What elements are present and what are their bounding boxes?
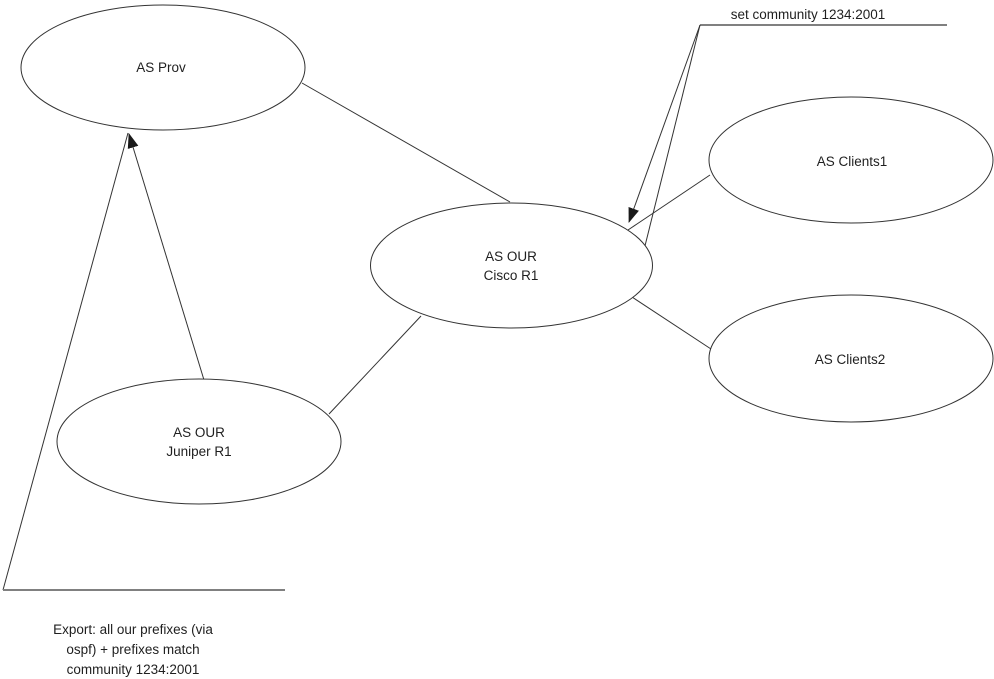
as-clients1-label: AS Clients1 <box>817 154 888 169</box>
export-callout-leader <box>2 132 129 591</box>
link-cisco-clients2 <box>631 296 712 350</box>
as-clients2-label: AS Clients2 <box>815 352 886 367</box>
as-our-cisco-r1-ellipse <box>370 202 653 329</box>
as-prov-label: AS Prov <box>136 60 186 75</box>
export-annotation: Export: all our prefixes (via ospf) + pr… <box>53 622 213 677</box>
as-our-juniper-r1-ellipse <box>56 378 342 505</box>
link-cisco-juniper <box>328 315 422 415</box>
node-as-prov: AS Prov <box>20 4 306 131</box>
as-prov-ellipse <box>20 4 306 131</box>
node-as-clients2: AS Clients2 <box>708 294 994 423</box>
link-prov-cisco <box>301 82 511 203</box>
as-our-juniper-r1-label-line1: AS OUR <box>173 425 225 440</box>
annotations: set community 1234:2001 Export: all our … <box>53 7 885 677</box>
node-as-our-cisco-r1: AS OUR Cisco R1 <box>370 202 653 329</box>
export-annotation-line1: Export: all our prefixes (via <box>53 622 213 637</box>
nodes: AS Prov AS OUR Cisco R1 AS OUR Juniper R… <box>20 4 994 505</box>
as-clients1-ellipse <box>708 96 994 224</box>
node-as-clients1: AS Clients1 <box>708 96 994 224</box>
set-community-arrow-clients1-link-icon <box>628 24 701 223</box>
arrow-juniper-to-prov-icon <box>127 133 205 381</box>
node-as-our-juniper-r1: AS OUR Juniper R1 <box>56 378 342 505</box>
as-our-juniper-r1-label-line2: Juniper R1 <box>166 444 231 459</box>
as-our-cisco-r1-label-line2: Cisco R1 <box>484 268 539 283</box>
export-annotation-line2: ospf) + prefixes match <box>66 642 199 657</box>
link-cisco-clients1 <box>627 174 711 231</box>
export-annotation-line3: community 1234:2001 <box>67 662 200 677</box>
set-community-annotation: set community 1234:2001 <box>731 7 886 22</box>
as-our-cisco-r1-label-line1: AS OUR <box>485 249 537 264</box>
as-clients2-ellipse <box>708 294 994 423</box>
